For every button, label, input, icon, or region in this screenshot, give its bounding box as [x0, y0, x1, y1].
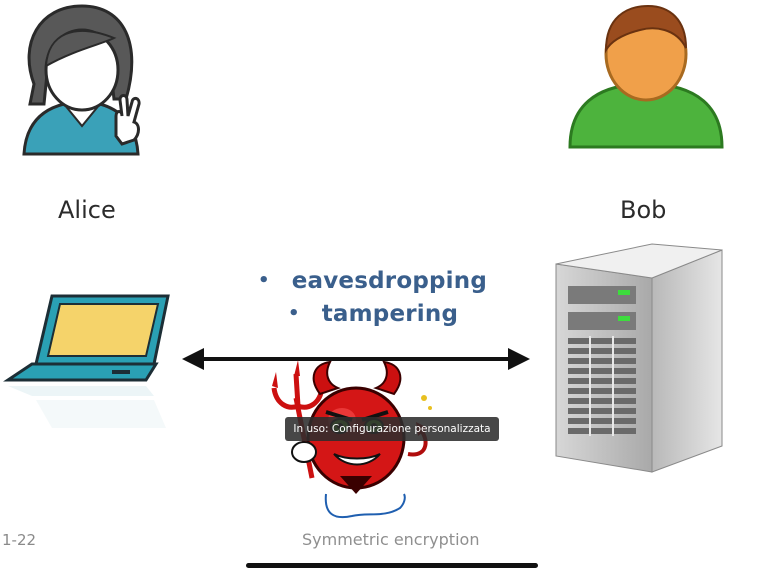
slide-number: 1-22	[2, 531, 37, 549]
laptop-icon	[3, 294, 170, 428]
threat-item-eavesdropping: • eavesdropping	[258, 268, 487, 294]
bullet-icon: •	[258, 270, 270, 291]
double-arrow-icon	[182, 348, 530, 370]
threat-label: eavesdropping	[291, 268, 487, 294]
server-icon	[555, 243, 723, 473]
home-indicator[interactable]	[246, 563, 538, 568]
threat-item-tampering: • tampering	[288, 301, 458, 327]
alice-label: Alice	[58, 196, 116, 224]
bullet-icon: •	[288, 303, 300, 324]
alice-avatar-icon	[22, 4, 141, 156]
tooltip: In uso: Configurazione personalizzata	[285, 417, 499, 441]
bob-avatar-icon	[568, 4, 724, 149]
threat-label: tampering	[321, 301, 459, 327]
bob-label: Bob	[620, 196, 667, 224]
slide-footer-title: Symmetric encryption	[302, 530, 480, 549]
